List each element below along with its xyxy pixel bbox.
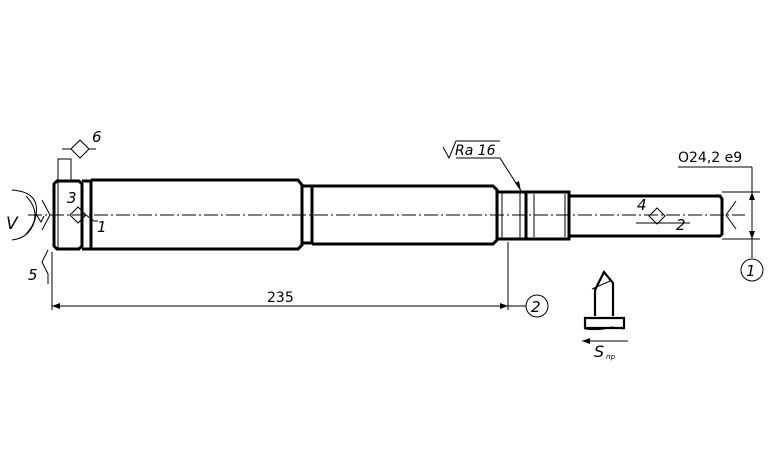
roughness-label: Ra 16 bbox=[455, 143, 496, 159]
datum-5-symbol: 5 bbox=[28, 249, 49, 284]
circle-2-label: 2 bbox=[531, 298, 541, 316]
circle-1-label: 1 bbox=[746, 262, 756, 280]
middle-step bbox=[302, 184, 314, 245]
right-center-symbol bbox=[725, 200, 737, 230]
datum-1-left-label: 1 bbox=[97, 218, 107, 236]
datum-5-label: 5 bbox=[28, 266, 38, 284]
diameter-label: O24,2 e9 bbox=[678, 150, 742, 166]
datum-3-symbol: 3 1 bbox=[67, 189, 107, 236]
datum-6-diamond bbox=[70, 139, 90, 159]
datum-2-right-label: 2 bbox=[676, 216, 686, 234]
cutting-tool-icon: S пр bbox=[582, 269, 628, 361]
feed-label: S bbox=[594, 342, 604, 361]
circle-2-marker bbox=[525, 294, 549, 318]
left-step bbox=[82, 179, 93, 251]
datum-6-callout: 6 bbox=[57, 128, 102, 181]
rotation-label: V bbox=[6, 214, 19, 234]
feed-sub-label: пр bbox=[606, 353, 616, 361]
roughness-callout: Ra 16 bbox=[442, 140, 522, 192]
main-section bbox=[91, 178, 304, 251]
datum-3-label: 3 bbox=[67, 189, 77, 207]
diameter-dimension: O24,2 e9 bbox=[678, 150, 760, 240]
datum-6-label: 6 bbox=[92, 128, 102, 146]
datum-4-symbol: 4 2 bbox=[636, 196, 690, 234]
middle-section bbox=[312, 184, 499, 246]
collar-section bbox=[526, 190, 571, 241]
thread-section bbox=[497, 190, 528, 241]
shaft-body bbox=[52, 178, 724, 251]
length-label: 235 bbox=[267, 290, 294, 306]
datum-4-label: 4 bbox=[637, 196, 647, 214]
left-drive-symbol: V bbox=[6, 189, 51, 241]
length-dimension: 235 2 bbox=[51, 242, 549, 318]
left-collar bbox=[52, 179, 84, 251]
end-section bbox=[569, 194, 724, 238]
circle-1-marker: 1 bbox=[740, 239, 764, 282]
